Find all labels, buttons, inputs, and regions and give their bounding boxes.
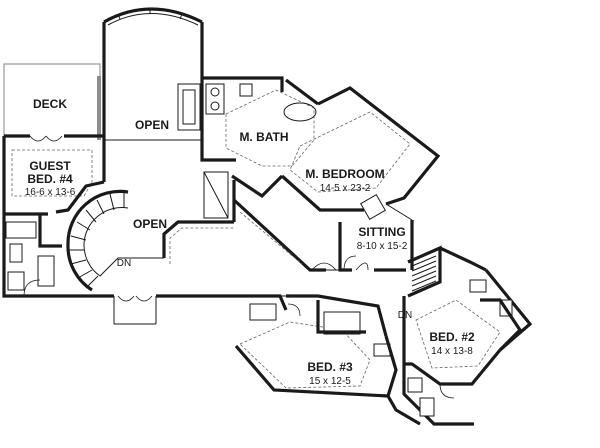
master-bedroom-size: 14-5 x 23-2 — [320, 183, 371, 194]
open-lower-label: OPEN — [133, 217, 167, 231]
right-stair-down-label: DN — [398, 310, 412, 321]
bedroom-2-label: BED. #2 — [429, 330, 475, 344]
spiral-staircase — [66, 189, 164, 292]
master-bath — [200, 76, 319, 199]
bedroom-3-walls — [234, 294, 398, 398]
master-bedroom-label: M. BEDROOM — [305, 167, 384, 181]
guest-bedroom-label-line1: GUEST — [29, 159, 71, 173]
bedroom-2-bath — [402, 364, 474, 426]
guest-bath — [5, 214, 62, 297]
sitting-label: SITTING — [358, 225, 405, 239]
bedroom-2-size: 14 x 13-8 — [431, 346, 473, 357]
bedroom-3-size: 15 x 12-5 — [309, 376, 351, 387]
open-upper-label: OPEN — [135, 118, 169, 132]
guest-bedroom-size: 16-6 x 13-6 — [25, 187, 76, 198]
shower-stall — [203, 171, 229, 219]
main-stair-down-label: DN — [117, 258, 131, 269]
deck-label: DECK — [33, 97, 67, 111]
master-bath-label: M. BATH — [239, 130, 288, 144]
bedroom-2-walls — [404, 246, 533, 386]
bedroom-3-closet — [373, 343, 421, 426]
sitting-size: 8-10 x 15-2 — [357, 241, 408, 252]
fireplace — [177, 83, 201, 131]
bedroom-3-label: BED. #3 — [307, 360, 353, 374]
open-bay-walls — [102, 7, 204, 182]
right-staircase — [402, 245, 442, 364]
angled-hall — [232, 198, 340, 272]
guest-bedroom-label-line2: BED. #4 — [27, 172, 73, 186]
master-bedroom-walls — [280, 86, 441, 220]
